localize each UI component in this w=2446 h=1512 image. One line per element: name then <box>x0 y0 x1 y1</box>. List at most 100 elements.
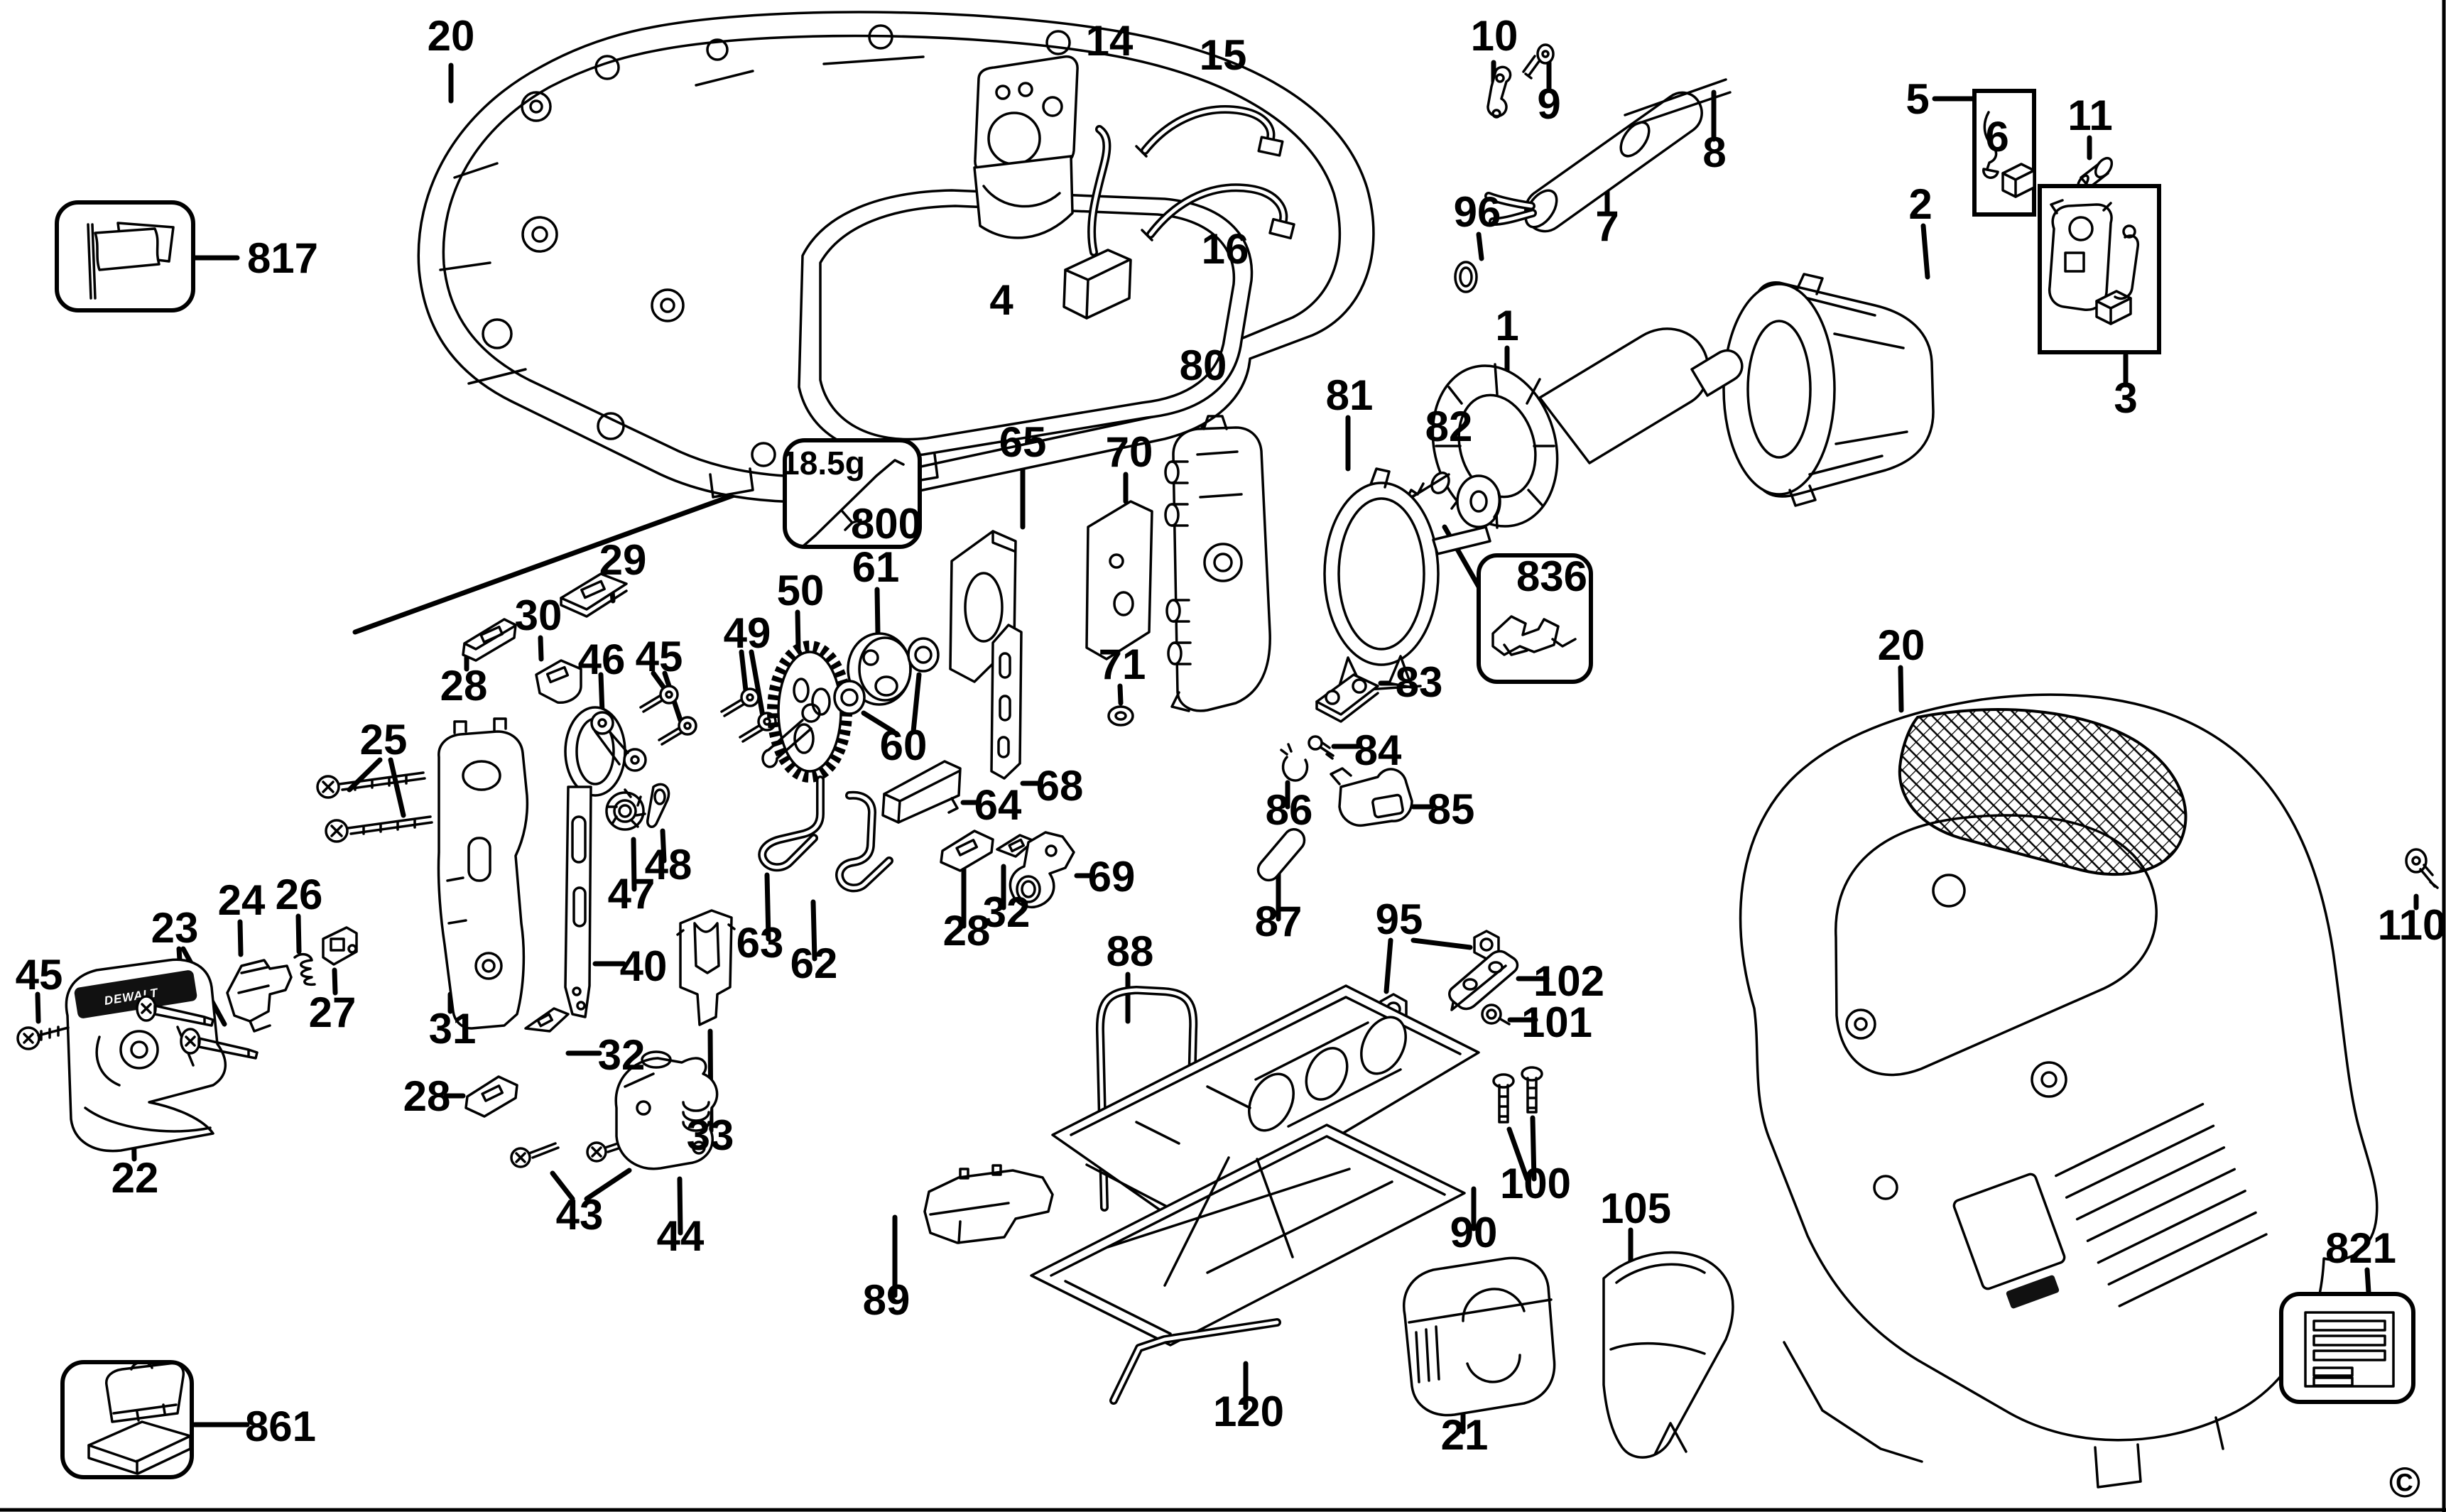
callout-71: 71 <box>1099 641 1146 688</box>
callout-32-a: 32 <box>983 888 1031 936</box>
callout-48: 48 <box>645 841 692 888</box>
callout-22: 22 <box>112 1154 159 1202</box>
callout-30: 30 <box>515 592 562 639</box>
callout-83: 83 <box>1396 658 1443 706</box>
part-anti-splinter-105 <box>1602 1251 1734 1459</box>
part-capacitor <box>1062 125 1132 320</box>
part-sleeve-96 <box>1454 261 1478 293</box>
part-screws-49 <box>720 687 777 743</box>
ref-box-821 <box>2279 1292 2415 1404</box>
part-plunger-40 <box>564 706 626 1018</box>
vent-slots <box>2055 1102 2268 1307</box>
callout-101: 101 <box>1521 999 1592 1046</box>
part-screws-100 <box>1492 1066 1543 1124</box>
part-plate-28a <box>462 618 517 662</box>
callout-120: 120 <box>1213 1388 1284 1435</box>
part-eyelet-101 <box>1481 1004 1511 1026</box>
part-plate-28c <box>464 1075 518 1118</box>
callout-61: 61 <box>852 543 900 591</box>
part-wire-lead-15 <box>1135 105 1284 158</box>
callout-10: 10 <box>1471 12 1518 60</box>
part-cord-clamp <box>1486 65 1512 119</box>
callout-28-b: 28 <box>943 907 991 954</box>
callout-105: 105 <box>1600 1185 1671 1232</box>
part-counterweight-61 <box>847 632 912 706</box>
part-hex-key-120 <box>1109 1318 1281 1405</box>
callout-82: 82 <box>1425 403 1473 450</box>
part-washer-71 <box>1107 705 1134 727</box>
callout-32-b: 32 <box>598 1031 646 1079</box>
part-guide-plate-80 <box>1164 415 1271 712</box>
callout-8: 8 <box>1702 129 1726 176</box>
part-gear-50 <box>761 641 852 783</box>
callout-28-c: 28 <box>403 1072 451 1120</box>
part-front-bracket-22: DEWALT <box>65 958 227 1153</box>
part-screw-45-left <box>16 1026 70 1050</box>
callout-68: 68 <box>1036 762 1084 810</box>
callout-60: 60 <box>880 722 928 769</box>
part-screws-23 <box>136 995 259 1060</box>
part-strip-68 <box>990 624 1023 780</box>
callout-11: 11 <box>2067 92 2112 139</box>
callout-24: 24 <box>218 876 266 924</box>
ref-box-861 <box>60 1360 194 1479</box>
part-brush-box-5 <box>1972 89 2036 217</box>
part-plate-29 <box>560 572 628 618</box>
part-roller-lever-69 <box>1009 831 1075 908</box>
part-switch <box>973 55 1079 239</box>
part-block-30 <box>535 659 582 704</box>
part-block-27 <box>322 926 358 966</box>
callout-6: 6 <box>1985 113 2009 161</box>
part-armature <box>1391 327 1744 529</box>
part-bracket-89 <box>923 1164 1054 1244</box>
boss-pins <box>1164 460 1192 665</box>
callout-1: 1 <box>1495 302 1518 349</box>
callout-29: 29 <box>599 536 647 584</box>
dewalt-logo-band <box>74 970 197 1018</box>
callout-9: 9 <box>1537 80 1560 128</box>
callout-45-left: 45 <box>16 951 63 999</box>
callout-65: 65 <box>999 418 1047 466</box>
part-e-clip-86 <box>1280 743 1309 782</box>
part-screws-43 <box>510 1133 648 1168</box>
part-link-46 <box>590 711 647 772</box>
callout-836: 836 <box>1516 553 1587 600</box>
part-clip-plate-33 <box>676 909 736 1026</box>
callout-84: 84 <box>1354 727 1402 774</box>
callout-14: 14 <box>1086 17 1134 65</box>
brand-sticker <box>2006 1275 2060 1309</box>
part-clip-box-836 <box>1477 553 1593 684</box>
callout-26: 26 <box>276 871 323 918</box>
callout-89: 89 <box>863 1276 911 1324</box>
callout-20-body: 20 <box>1878 621 1925 669</box>
part-screw-110 <box>2405 848 2439 889</box>
part-dust-canister-21 <box>1403 1256 1556 1417</box>
callout-86: 86 <box>1266 786 1313 834</box>
part-shoe-plate-90 <box>1030 1124 1466 1347</box>
callout-63: 63 <box>736 919 784 967</box>
callout-50: 50 <box>777 567 825 614</box>
part-screws-25 <box>316 771 433 843</box>
part-screw-84 <box>1308 735 1335 760</box>
callout-69: 69 <box>1088 853 1136 901</box>
callout-grease-weight: 18.5g <box>781 445 865 482</box>
ref-box-817 <box>55 200 195 312</box>
callout-23: 23 <box>151 904 199 952</box>
part-wire-lead-16 <box>1141 183 1295 241</box>
part-blade-clamp-44 <box>614 1050 719 1170</box>
flag-icon <box>87 222 175 300</box>
part-plate-70 <box>1085 500 1153 660</box>
part-body-housing-right <box>1739 693 2379 1489</box>
part-plate-28b <box>940 830 994 872</box>
callout-44: 44 <box>657 1212 705 1260</box>
callout-40: 40 <box>620 942 668 990</box>
callout-87: 87 <box>1255 898 1303 945</box>
part-brush-holder-box-3 <box>2038 184 2161 354</box>
part-clamp-plate-102 <box>1448 950 1519 1011</box>
callout-81: 81 <box>1326 371 1374 419</box>
callout-95: 95 <box>1376 896 1423 943</box>
part-clip-48 <box>646 783 670 828</box>
part-screw-9 <box>1522 43 1555 80</box>
